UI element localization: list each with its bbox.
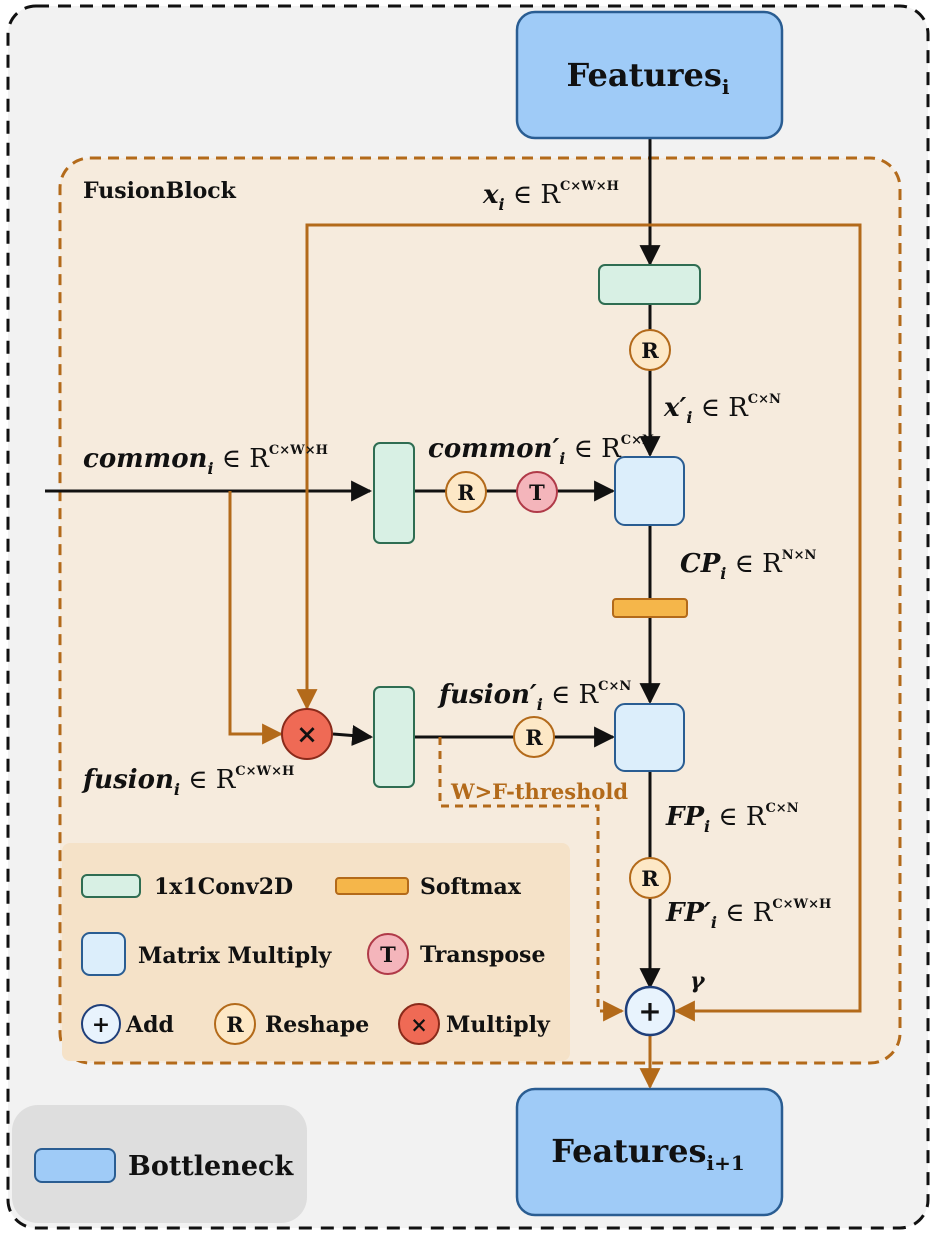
legend-multiply-symbol: × (410, 1012, 428, 1037)
reshape-fusion-label: R (525, 725, 543, 750)
conv-common (373, 442, 415, 544)
reshape-common-label: R (457, 480, 475, 505)
eq-common-prime: common′i ∈ RC×N (428, 433, 654, 468)
legend-add-label: Add (125, 1012, 174, 1038)
features-i1-box (515, 1087, 784, 1217)
multiply-node (281, 708, 333, 760)
multiply-node-label: × (296, 720, 318, 750)
reshape-bottom-label: R (641, 866, 659, 891)
reshape-bottom (629, 857, 671, 899)
reshape-top (629, 329, 671, 371)
eq-xi-prime: x′i ∈ RC×N (663, 392, 781, 427)
softmax-bar (612, 598, 688, 618)
legend-bottleneck-label: Bottleneck (128, 1151, 294, 1182)
legend-panel (62, 843, 570, 1061)
edge-common-to-multiply (228, 491, 284, 745)
features-i-label: Featuresi (567, 56, 730, 99)
transpose-node (516, 471, 558, 513)
features-i-box (515, 10, 784, 140)
fusion-block-region (58, 156, 902, 1065)
conv-top (598, 264, 701, 305)
features-i1-label: Featuresi+1 (551, 1132, 745, 1175)
eq-fp-prime: FP′i ∈ RC×W×H (665, 897, 831, 932)
legend-transpose-label: Transpose (420, 942, 545, 968)
eq-fusion-prime: fusion′i ∈ RC×N (437, 679, 631, 714)
legend-matmul-swatch (81, 932, 126, 976)
eq-common: commoni ∈ RC×W×H (83, 443, 328, 478)
matmul-1 (614, 456, 685, 526)
conv-fusion (373, 686, 415, 788)
threshold-label: W>F-threshold (450, 779, 628, 804)
legend-softmax-label: Softmax (420, 874, 522, 900)
legend-conv-label: 1x1Conv2D (154, 874, 293, 900)
eq-cp: CPi ∈ RN×N (680, 548, 816, 583)
bottleneck-legend-panel (12, 1105, 307, 1223)
reshape-common (445, 471, 487, 513)
reshape-fusion (513, 716, 555, 758)
legend-multiply-label: Multiply (446, 1012, 551, 1038)
eq-fp: FPi ∈ RC×N (665, 801, 799, 836)
add-node (624, 985, 676, 1037)
legend-reshape-label: Reshape (265, 1012, 369, 1038)
legend-softmax-swatch (335, 877, 409, 895)
eq-fusion: fusioni ∈ RC×W×H (81, 764, 294, 799)
legend-transpose-swatch (367, 933, 409, 975)
gamma-label: γ (690, 968, 706, 994)
reshape-top-label: R (641, 338, 659, 363)
transpose-node-label: T (529, 480, 545, 505)
edge-xi-to-add (650, 223, 862, 1022)
legend-reshape-symbol: R (226, 1012, 244, 1037)
legend-add-swatch (81, 1004, 121, 1044)
legend-add-symbol: + (92, 1012, 110, 1038)
legend-conv-swatch (81, 874, 141, 898)
legend-matmul-label: Matrix Multiply (138, 943, 332, 969)
legend-transpose-symbol: T (380, 942, 396, 967)
legend-reshape-swatch (214, 1003, 256, 1045)
legend-bottleneck-swatch (34, 1148, 116, 1183)
edge-xi-to-multiply (296, 223, 650, 711)
add-node-label: + (638, 995, 661, 1028)
edge-multiply-to-conv (332, 725, 374, 746)
edge-threshold-to-add (438, 737, 625, 1022)
legend-multiply-swatch (398, 1003, 440, 1045)
fusion-block-title: FusionBlock (83, 178, 237, 204)
matmul-2 (614, 703, 685, 772)
eq-xi: xi ∈ RC×W×H (482, 179, 619, 214)
